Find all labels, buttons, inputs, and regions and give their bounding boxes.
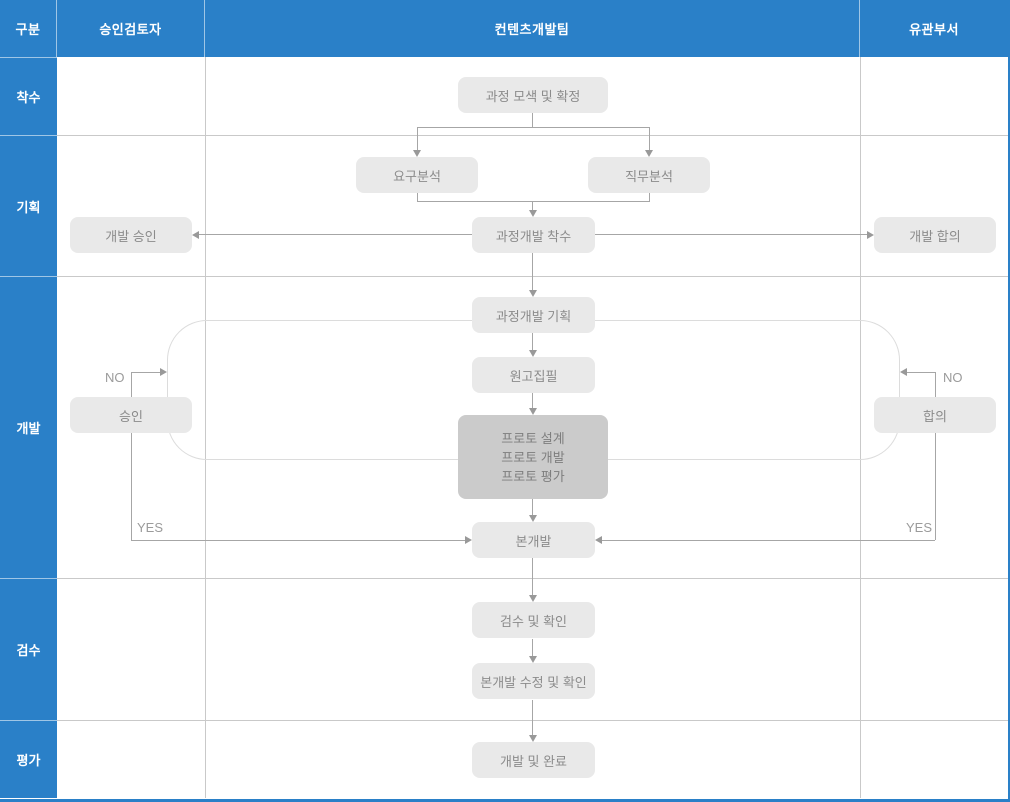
- connector-line: [131, 433, 132, 540]
- arrowhead-down-icon: [413, 150, 421, 157]
- connector-line: [649, 127, 650, 150]
- arrowhead-down-icon: [529, 735, 537, 742]
- prototype-line-develop: 프로토 개발: [501, 449, 565, 465]
- row-label-initiation: 착수: [0, 57, 57, 135]
- outer-border-right: [1008, 0, 1010, 802]
- connector-line: [532, 253, 533, 290]
- connector-line: [595, 234, 867, 235]
- arrowhead-down-icon: [529, 656, 537, 663]
- arrowhead-down-icon: [645, 150, 653, 157]
- connector-line: [131, 372, 160, 373]
- header-col-related-dept: 유관부서: [909, 22, 959, 37]
- node-dev-agreement: 개발 합의: [874, 217, 996, 253]
- header-col-content-dev-team: 컨텐츠개발팀: [205, 0, 860, 57]
- node-agreement: 합의: [874, 397, 996, 433]
- connector-line: [417, 193, 418, 202]
- node-manuscript-writing: 원고집필: [472, 357, 595, 393]
- node-dev-complete: 개발 및 완료: [472, 742, 595, 778]
- node-prototype: 프로토 설계 프로토 개발 프로토 평가: [458, 415, 608, 499]
- row-label-evaluation: 평가: [0, 720, 57, 798]
- arrowhead-down-icon: [529, 515, 537, 522]
- row-label-planning: 기획: [0, 135, 57, 276]
- arrowhead-right-icon: [867, 231, 874, 239]
- connector-line: [417, 127, 418, 150]
- label-yes-right: YES: [906, 520, 933, 535]
- arrowhead-down-icon: [529, 290, 537, 297]
- label-no-right: NO: [943, 370, 963, 385]
- arrowhead-left-icon: [192, 231, 199, 239]
- label-yes-left: YES: [137, 520, 164, 535]
- arrowhead-down-icon: [529, 210, 537, 217]
- connector-line: [532, 558, 533, 595]
- connector-line: [907, 372, 935, 373]
- lane-label-column: 착수 기획 개발 검수 평가: [0, 57, 57, 798]
- connector-line: [532, 113, 533, 127]
- arrowhead-down-icon: [529, 408, 537, 415]
- connector-line: [532, 393, 533, 408]
- arrowhead-down-icon: [529, 350, 537, 357]
- row-label-inspection: 검수: [0, 578, 57, 720]
- node-job-analysis: 직무분석: [588, 157, 710, 193]
- connector-line: [199, 234, 472, 235]
- arrowhead-left-icon: [595, 536, 602, 544]
- connector-line: [532, 499, 533, 515]
- node-approval: 승인: [70, 397, 192, 433]
- node-dev-kickoff: 과정개발 착수: [472, 217, 595, 253]
- outer-border-bottom: [0, 799, 1010, 802]
- header-col-category: 구분: [0, 0, 57, 57]
- node-inspection-check: 검수 및 확인: [472, 602, 595, 638]
- connector-line: [532, 333, 533, 350]
- connector-line: [131, 372, 132, 397]
- connector-line: [417, 127, 650, 128]
- prototype-line-evaluate: 프로토 평가: [501, 468, 565, 484]
- connector-line: [649, 193, 650, 202]
- node-dev-approval: 개발 승인: [70, 217, 192, 253]
- connector-line: [532, 639, 533, 656]
- label-no-left: NO: [105, 370, 125, 385]
- arrowhead-right-icon: [465, 536, 472, 544]
- connector-line: [935, 433, 936, 540]
- row-label-development: 개발: [0, 276, 57, 578]
- connector-line: [935, 372, 936, 397]
- node-main-dev: 본개발: [472, 522, 595, 558]
- arrowhead-left-icon: [900, 368, 907, 376]
- connector-line: [602, 540, 935, 541]
- prototype-line-design: 프로토 설계: [501, 430, 565, 446]
- arrowhead-down-icon: [529, 595, 537, 602]
- node-main-dev-revision: 본개발 수정 및 확인: [472, 663, 595, 699]
- header-col-approval-reviewer: 승인검토자: [57, 0, 205, 57]
- row-divider: [57, 135, 1008, 136]
- node-dev-planning: 과정개발 기획: [472, 297, 595, 333]
- connector-line: [532, 201, 533, 210]
- connector-line: [532, 700, 533, 735]
- arrowhead-right-icon: [160, 368, 167, 376]
- connector-line: [131, 540, 465, 541]
- header-row: 구분 승인검토자 컨텐츠개발팀 유관부서: [0, 0, 1008, 57]
- node-needs-analysis: 요구분석: [356, 157, 478, 193]
- node-process-exploration: 과정 모색 및 확정: [458, 77, 608, 113]
- connector-line: [417, 201, 650, 202]
